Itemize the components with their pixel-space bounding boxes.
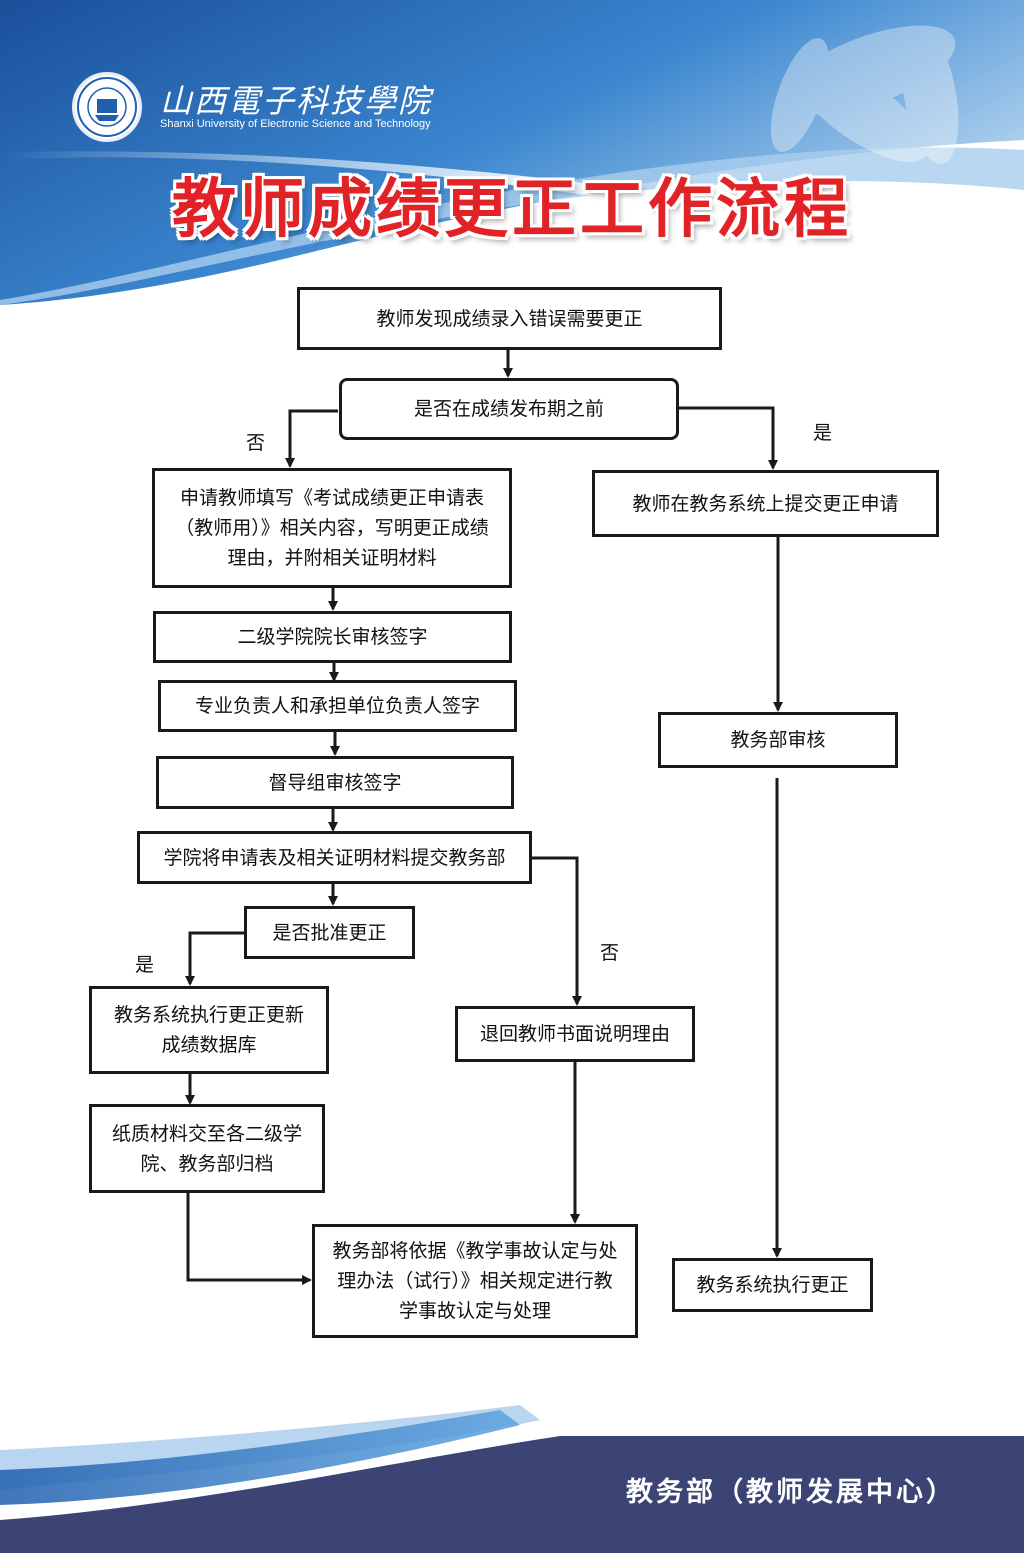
footer-department: 教务部（教师发展中心） <box>626 1477 956 1508</box>
decision-approve: 是否批准更正 <box>244 906 415 959</box>
arrow-submit-no <box>531 856 582 1006</box>
footer-navy-band <box>0 1436 1024 1553</box>
step-incident: 教务部将依据《教学事故认定与处理办法（试行）》相关规定进行教学事故认定与处理 <box>312 1224 638 1338</box>
step-office-review: 教务部审核 <box>658 712 898 768</box>
header-blue-band <box>0 0 1024 305</box>
step-archive: 纸质材料交至各二级学院、教务部归档 <box>89 1104 325 1193</box>
step-return-teacher: 退回教师书面说明理由 <box>455 1006 695 1062</box>
page-title: 教师成绩更正工作流程 <box>172 173 852 247</box>
arrow-decision-yes <box>678 406 778 470</box>
step-supervisor-sign: 督导组审核签字 <box>156 756 514 809</box>
seal-emblem-icon <box>77 77 137 137</box>
step-start: 教师发现成绩录入错误需要更正 <box>297 287 722 350</box>
school-seal-icon <box>72 72 142 142</box>
label-yes-approve: 是 <box>135 954 155 976</box>
school-logo: 山西電子科技學院 Shanxi University of Electronic… <box>72 72 472 144</box>
step-major-sign: 专业负责人和承担单位负责人签字 <box>158 680 517 732</box>
label-no-approve: 否 <box>600 942 620 964</box>
arrow-decision-no <box>285 409 338 468</box>
step-online-submit: 教师在教务系统上提交更正申请 <box>592 470 939 537</box>
school-name-cn: 山西電子科技學院 <box>160 82 433 120</box>
step-system-execute: 教务系统执行更正 <box>672 1258 873 1312</box>
header-light-wave <box>0 147 1024 305</box>
step-dean-sign: 二级学院院长审核签字 <box>153 611 512 663</box>
arrow-archive-to-incident <box>186 1192 312 1285</box>
step-apply-form: 申请教师填写《考试成绩更正申请表（教师用）》相关内容，写明更正成绩理由，并附相关… <box>152 468 512 588</box>
label-no-left: 否 <box>246 432 266 454</box>
school-name-en: Shanxi University of Electronic Science … <box>160 118 431 130</box>
header-white-swoosh <box>0 151 1024 238</box>
flower-decoration <box>770 25 959 165</box>
footer-blue-stripes <box>0 1410 520 1505</box>
label-yes-right: 是 <box>813 422 833 444</box>
step-execute-update: 教务系统执行更正更新成绩数据库 <box>89 986 329 1074</box>
arrow-approve-yes <box>185 931 245 986</box>
step-submit-office: 学院将申请表及相关证明材料提交教务部 <box>137 831 532 884</box>
decision-before-release: 是否在成绩发布期之前 <box>339 378 679 440</box>
